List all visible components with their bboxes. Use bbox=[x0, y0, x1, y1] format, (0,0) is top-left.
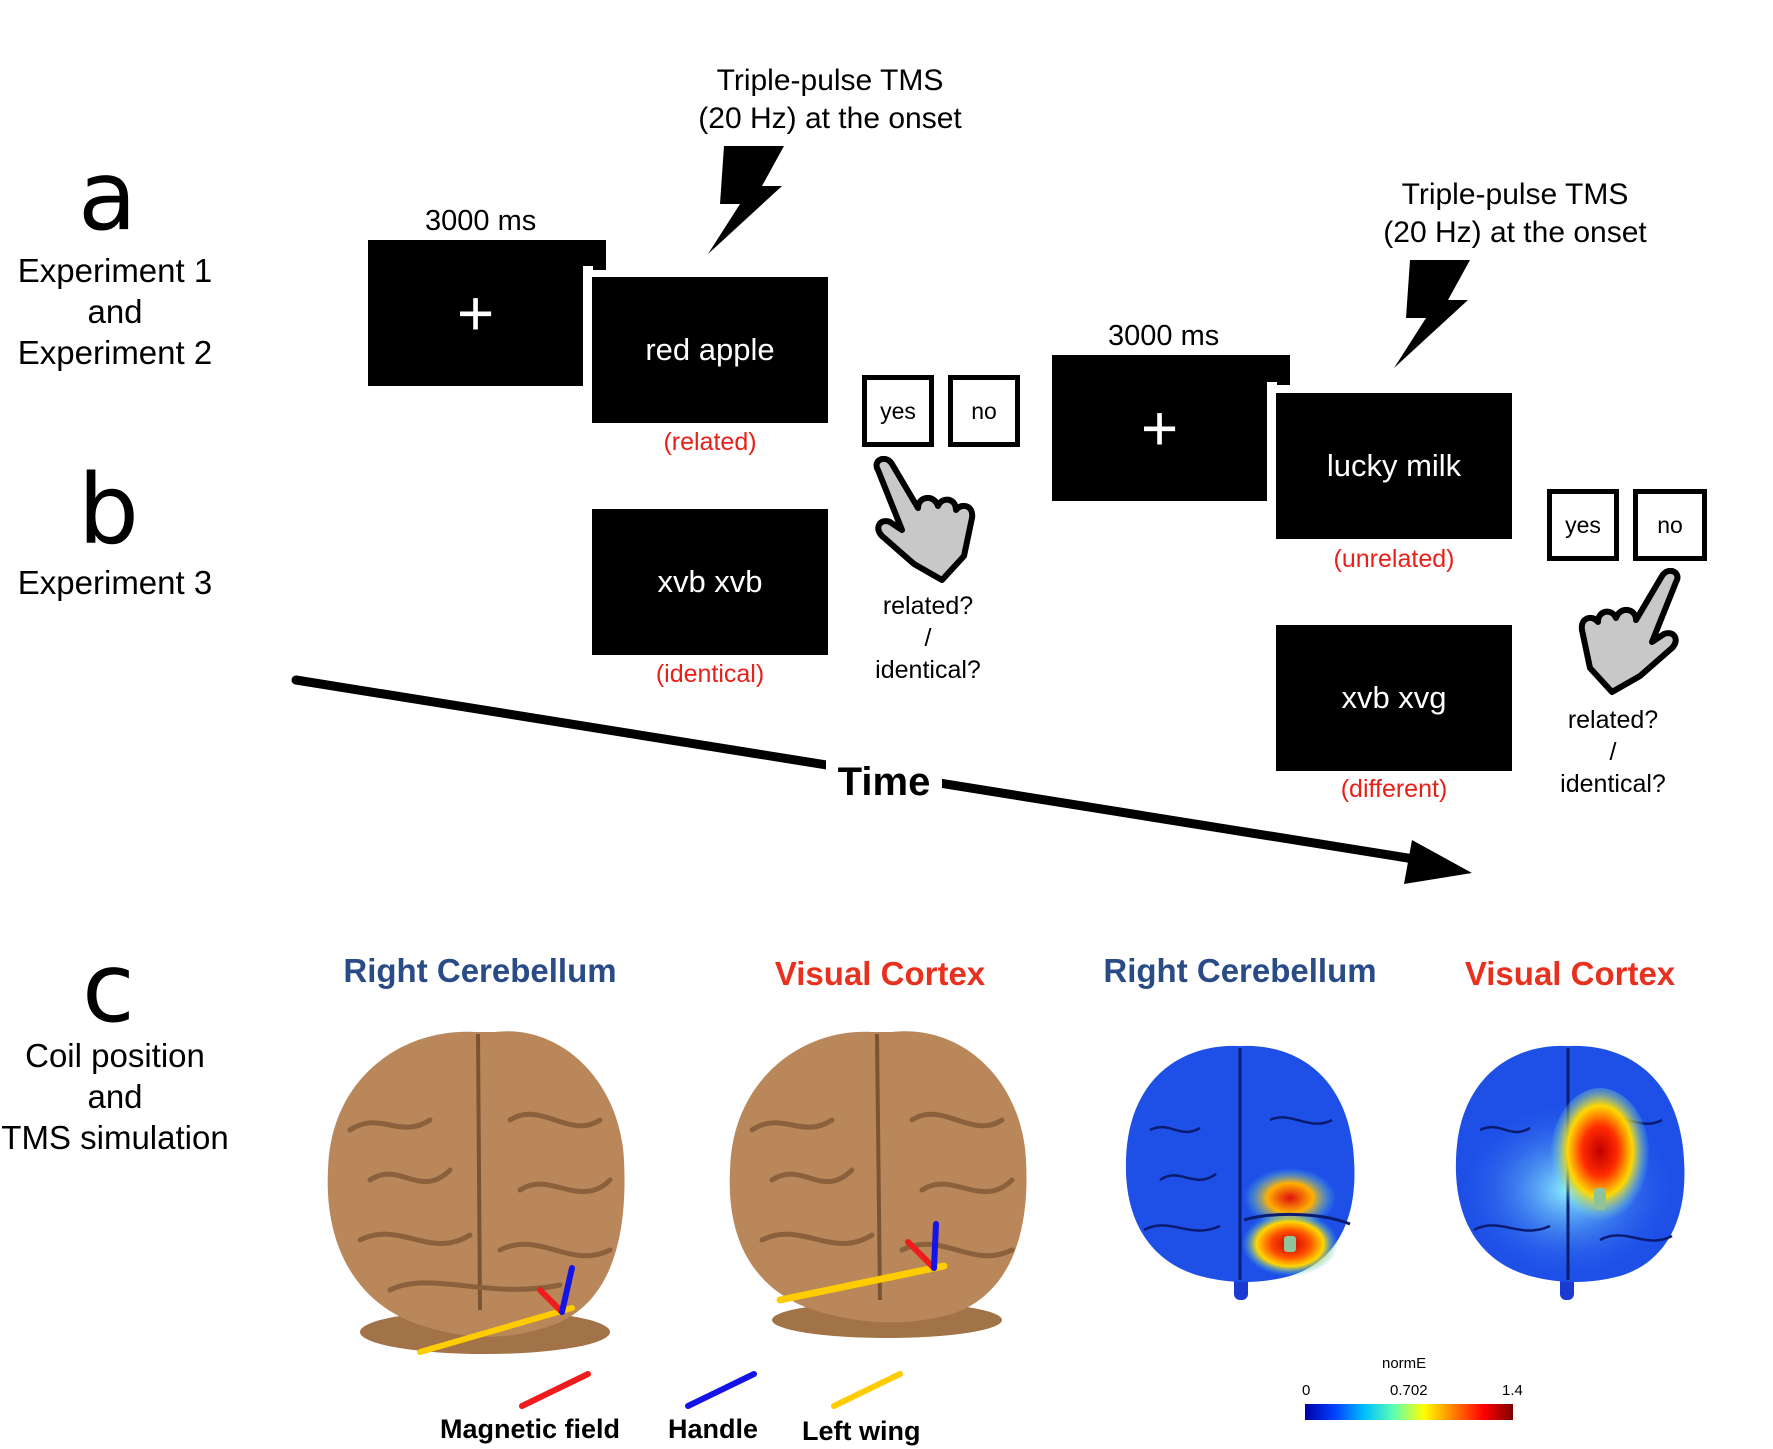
duration-label-1: 3000 ms bbox=[425, 205, 537, 237]
panel-letter-a: a bbox=[78, 140, 137, 252]
stimulus-screen-identical: xvb xvb bbox=[592, 509, 828, 655]
stimulus-screen-unrelated: lucky milk bbox=[1276, 393, 1512, 539]
panel-letter-c: c bbox=[82, 932, 135, 1044]
colorbar-mid: 0.702 bbox=[1390, 1382, 1428, 1399]
screen-gap-2 bbox=[1267, 382, 1277, 501]
no-box-2: no bbox=[1633, 489, 1707, 561]
duration-label-2: 3000 ms bbox=[1108, 320, 1220, 352]
screen-gap-1 bbox=[583, 266, 593, 386]
condition-identical: (identical) bbox=[655, 660, 765, 688]
condition-different: (different) bbox=[1340, 775, 1448, 803]
legend-swatch-magnetic-field bbox=[519, 1371, 591, 1409]
colorbar-min: 0 bbox=[1302, 1382, 1311, 1399]
title-visual-cortex-2: Visual Cortex bbox=[1464, 955, 1676, 992]
tms-label-2: Triple-pulse TMS (20 Hz) at the onset bbox=[1383, 178, 1647, 249]
title-right-cerebellum-1: Right Cerebellum bbox=[343, 952, 617, 989]
brain-simulation-right-cerebellum bbox=[1125, 1045, 1355, 1300]
experiment-3-label: Experiment 3 bbox=[17, 564, 213, 601]
fixation-screen-1: + bbox=[368, 240, 583, 386]
lightning-icon-1 bbox=[708, 146, 784, 254]
yes-box-1: yes bbox=[862, 375, 934, 447]
brain-coil-visual-cortex bbox=[729, 1031, 1027, 1338]
legend-swatch-handle bbox=[685, 1371, 757, 1409]
panel-letter-b: b bbox=[78, 454, 139, 566]
pointing-hand-icon-2 bbox=[1578, 568, 1681, 695]
brain-simulation-visual-cortex bbox=[1455, 1045, 1685, 1300]
legend-swatch-left-wing bbox=[831, 1371, 903, 1409]
condition-unrelated: (unrelated) bbox=[1333, 545, 1455, 573]
yes-box-2: yes bbox=[1547, 489, 1619, 561]
title-right-cerebellum-2: Right Cerebellum bbox=[1103, 952, 1377, 989]
stimulus-screen-different: xvb xvg bbox=[1276, 625, 1512, 771]
legend-swatches bbox=[519, 1371, 903, 1409]
no-box-1: no bbox=[948, 375, 1020, 447]
experiment-1-2-label: Experiment 1 and Experiment 2 bbox=[17, 252, 213, 371]
colorbar-title: normE bbox=[1382, 1355, 1427, 1372]
legend-label-left-wing: Left wing bbox=[802, 1416, 921, 1446]
fixation-screen-2: + bbox=[1052, 355, 1267, 501]
condition-related: (related) bbox=[663, 428, 757, 456]
coil-position-label: Coil position and TMS simulation bbox=[1, 1037, 229, 1156]
brain-coil-right-cerebellum bbox=[327, 1031, 625, 1355]
lightning-icon-2 bbox=[1394, 260, 1470, 368]
colorbar-max: 1.4 bbox=[1502, 1382, 1523, 1399]
legend-label-handle: Handle bbox=[668, 1414, 759, 1444]
pointing-hand-icon-1 bbox=[873, 456, 976, 583]
title-visual-cortex-1: Visual Cortex bbox=[774, 955, 986, 992]
fixation-cross-1: + bbox=[456, 277, 495, 349]
legend-label-magnetic-field: Magnetic field bbox=[440, 1414, 621, 1444]
question-label-2: related? / identical? bbox=[1560, 706, 1666, 798]
time-label: Time bbox=[826, 756, 942, 808]
fixation-cross-2: + bbox=[1140, 392, 1179, 464]
question-label-1: related? / identical? bbox=[875, 592, 981, 684]
tms-label-1: Triple-pulse TMS (20 Hz) at the onset bbox=[698, 64, 962, 135]
stimulus-screen-related: red apple bbox=[592, 277, 828, 423]
colorbar-gradient bbox=[1305, 1404, 1513, 1420]
